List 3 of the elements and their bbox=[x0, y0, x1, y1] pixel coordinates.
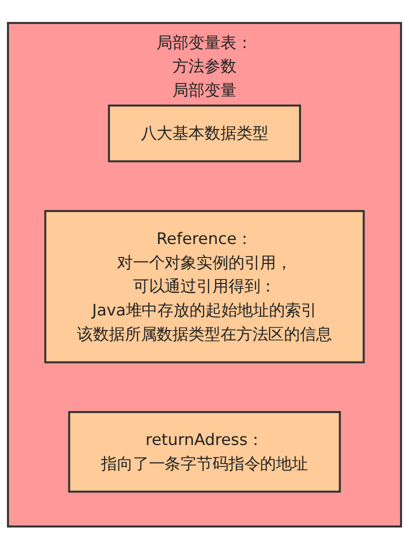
node-box bbox=[44, 210, 365, 364]
node-box bbox=[68, 410, 341, 492]
node-box bbox=[108, 104, 302, 162]
